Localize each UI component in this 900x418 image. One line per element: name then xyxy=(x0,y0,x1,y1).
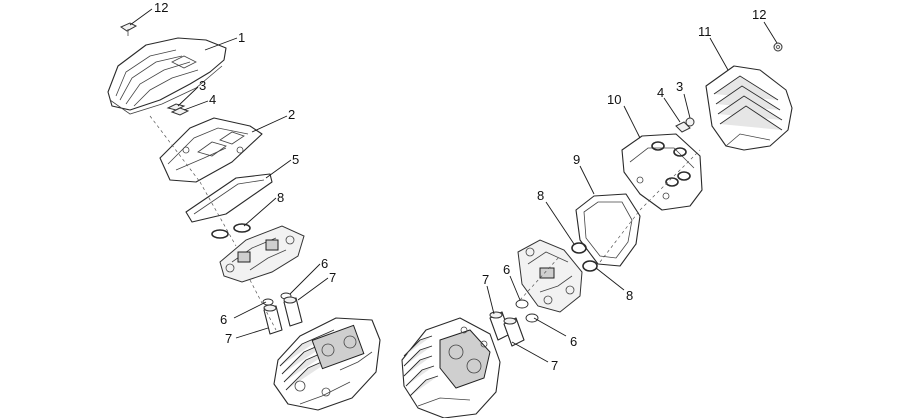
callout-left-6-lower: 6 xyxy=(220,312,227,327)
right-bolt-12 xyxy=(773,42,783,52)
right-cover-base-10 xyxy=(621,133,703,211)
callout-right-6-lower: 6 xyxy=(570,334,577,349)
callout-right-10: 10 xyxy=(607,92,621,107)
callout-right-8-lower: 8 xyxy=(626,288,633,303)
callout-left-7-upper: 7 xyxy=(329,270,336,285)
left-cover-base-2 xyxy=(159,117,263,183)
callout-left-8: 8 xyxy=(277,190,284,205)
left-gasket-5 xyxy=(185,173,273,223)
callout-right-3: 3 xyxy=(676,79,683,94)
callout-right-11: 11 xyxy=(698,24,712,39)
right-nut-3-washer-4 xyxy=(675,117,695,133)
left-dowel-sleeves-7 xyxy=(263,296,303,335)
callout-right-4: 4 xyxy=(657,85,664,100)
right-rocker-assembly xyxy=(517,239,583,313)
left-o-rings-8 xyxy=(211,223,251,239)
callout-right-8-upper: 8 xyxy=(537,188,544,203)
callout-numbers: 12 1 3 4 2 5 8 6 7 6 7 12 11 10 4 3 9 8 … xyxy=(154,0,766,373)
right-leader-lines xyxy=(486,21,778,363)
callout-right-7-lower: 7 xyxy=(551,358,558,373)
right-cylinder-head xyxy=(401,317,501,418)
callout-left-1: 1 xyxy=(238,30,245,45)
right-small-rings-6 xyxy=(515,299,539,323)
right-o-rings-8 xyxy=(571,242,598,272)
right-head-cover-11 xyxy=(705,65,793,151)
callout-right-12: 12 xyxy=(752,7,766,22)
callout-left-4: 4 xyxy=(209,92,216,107)
callout-left-7-lower: 7 xyxy=(225,331,232,346)
callout-left-12: 12 xyxy=(154,0,168,15)
left-head-cover-1 xyxy=(107,37,227,115)
callout-left-6-upper: 6 xyxy=(321,256,328,271)
callout-right-6-upper: 6 xyxy=(503,262,510,277)
left-bolt-12 xyxy=(119,22,138,36)
left-leader-lines xyxy=(129,8,329,339)
right-gasket-9 xyxy=(575,193,641,267)
callout-left-2: 2 xyxy=(288,107,295,122)
callout-left-3: 3 xyxy=(199,78,206,93)
right-dowel-sleeves-7 xyxy=(489,311,525,347)
callout-right-9: 9 xyxy=(573,152,580,167)
left-rocker-assembly xyxy=(219,225,305,283)
callout-right-7-upper: 7 xyxy=(482,272,489,287)
callout-left-5: 5 xyxy=(292,152,299,167)
left-cylinder-head xyxy=(273,317,381,411)
